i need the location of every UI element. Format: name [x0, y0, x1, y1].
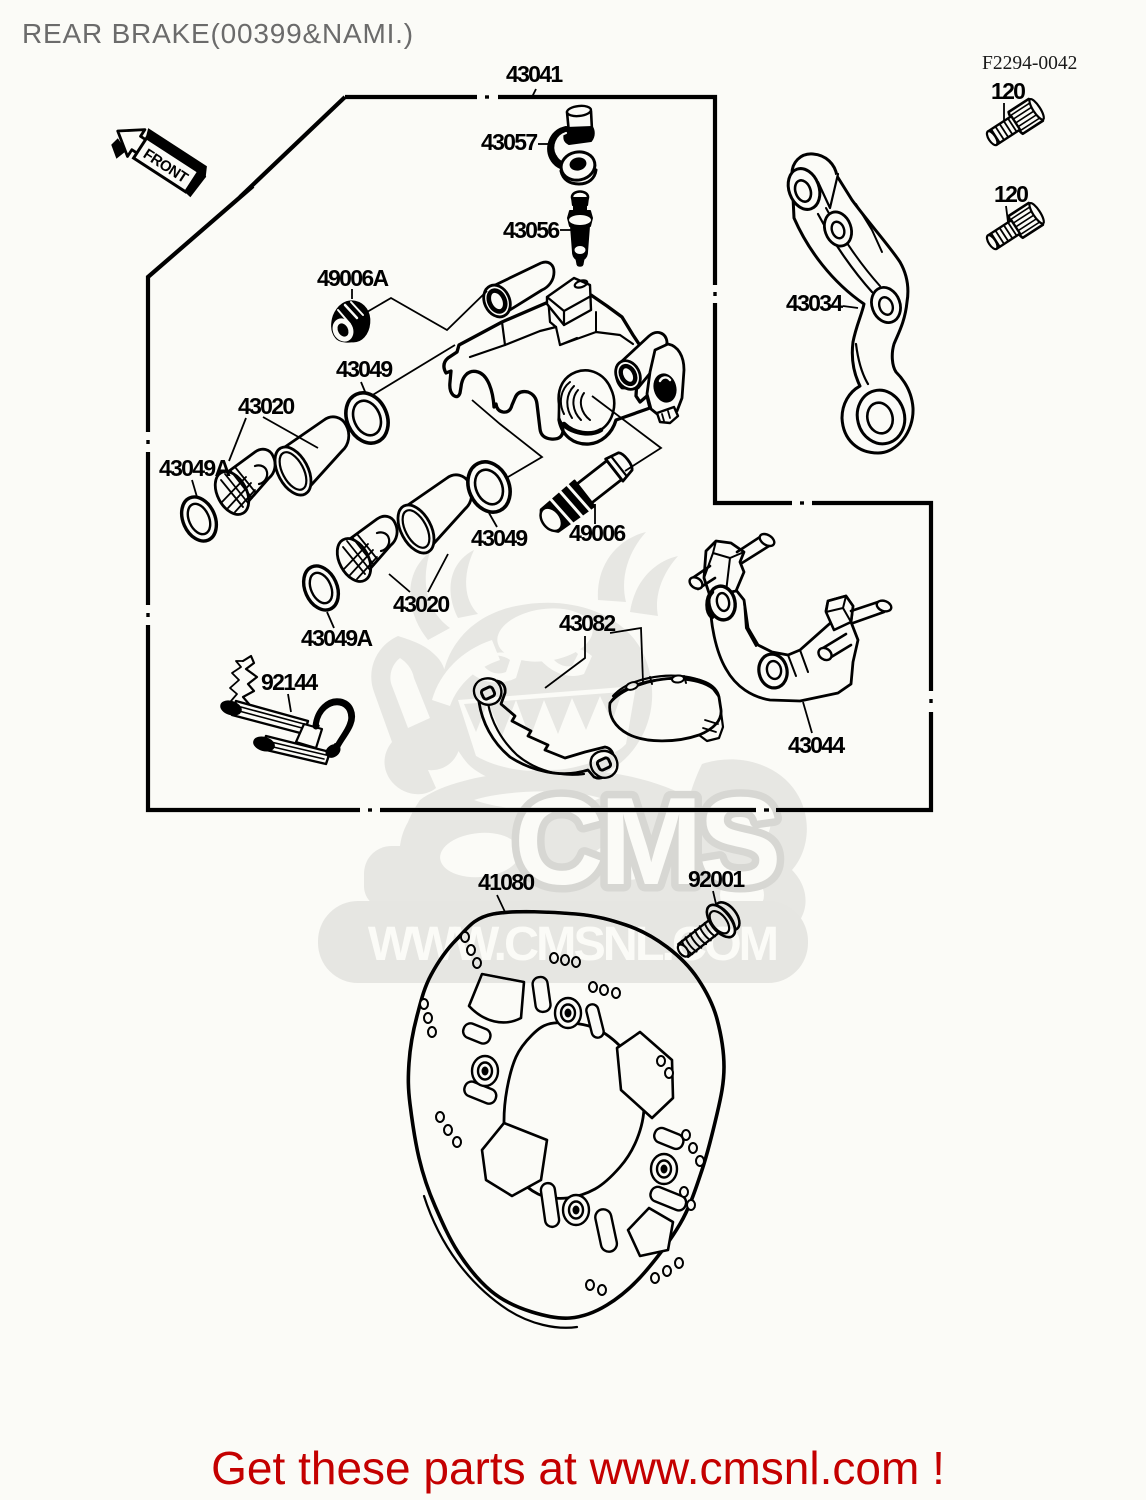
svg-text:43056: 43056: [503, 217, 559, 243]
svg-text:49006A: 49006A: [317, 265, 388, 291]
svg-text:43049: 43049: [336, 356, 392, 382]
svg-text:43057: 43057: [481, 129, 537, 155]
svg-text:43049A: 43049A: [159, 455, 230, 481]
svg-text:Get these parts at www.cmsnl.c: Get these parts at www.cmsnl.com !: [211, 1442, 945, 1494]
svg-text:120: 120: [994, 181, 1028, 207]
svg-text:WWW.CMSNL.COM: WWW.CMSNL.COM: [368, 917, 777, 971]
svg-text:43049A: 43049A: [301, 625, 372, 651]
svg-text:49006: 49006: [569, 520, 625, 546]
svg-text:43041: 43041: [506, 61, 563, 87]
svg-text:92144: 92144: [261, 669, 318, 695]
svg-text:REAR BRAKE(00399&NAMI.): REAR BRAKE(00399&NAMI.): [22, 18, 414, 49]
svg-text:F2294-0042: F2294-0042: [982, 53, 1077, 74]
svg-text:43020: 43020: [238, 393, 294, 419]
svg-text:43049: 43049: [471, 525, 527, 551]
svg-text:120: 120: [991, 78, 1025, 104]
svg-text:CMS: CMS: [514, 773, 778, 911]
svg-text:43044: 43044: [788, 732, 845, 758]
svg-text:43034: 43034: [786, 290, 843, 316]
